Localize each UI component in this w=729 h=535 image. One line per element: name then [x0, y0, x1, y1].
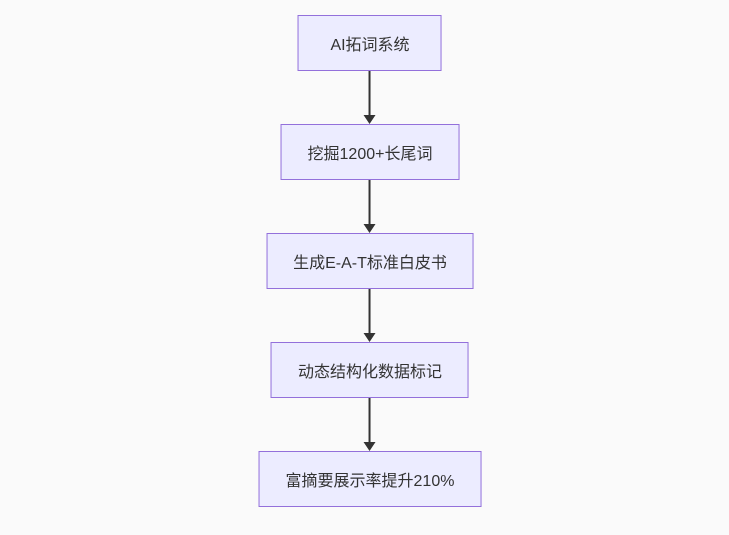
flow-node-label: 动态结构化数据标记: [297, 364, 442, 381]
flow-node-ai-word-system: AI拓词系统: [298, 15, 442, 71]
edge-line: [369, 180, 371, 224]
arrow-down-icon: [364, 333, 376, 342]
edge-line: [369, 71, 371, 115]
edge-line: [369, 398, 371, 442]
edge-arrow-2: [364, 180, 376, 233]
flow-node-eat-whitepaper: 生成E-A-T标准白皮书: [266, 233, 474, 289]
flow-node-longtail-mining: 挖掘1200+长尾词: [280, 124, 460, 180]
flow-node-structured-data-markup: 动态结构化数据标记: [270, 342, 469, 398]
arrow-down-icon: [364, 115, 376, 124]
flow-node-label: AI拓词系统: [330, 37, 410, 54]
edge-arrow-4: [364, 398, 376, 451]
arrow-down-icon: [364, 442, 376, 451]
flowchart: AI拓词系统 挖掘1200+长尾词 生成E-A-T标准白皮书 动态结构化数据标记: [258, 15, 482, 507]
flow-node-label: 挖掘1200+长尾词: [307, 146, 433, 163]
edge-arrow-3: [364, 289, 376, 342]
flow-node-label: 富摘要展示率提升210%: [285, 473, 455, 490]
flow-node-label: 生成E-A-T标准白皮书: [293, 255, 447, 272]
flow-node-rich-snippet-result: 富摘要展示率提升210%: [258, 451, 482, 507]
edge-line: [369, 289, 371, 333]
arrow-down-icon: [364, 224, 376, 233]
edge-arrow-1: [364, 71, 376, 124]
